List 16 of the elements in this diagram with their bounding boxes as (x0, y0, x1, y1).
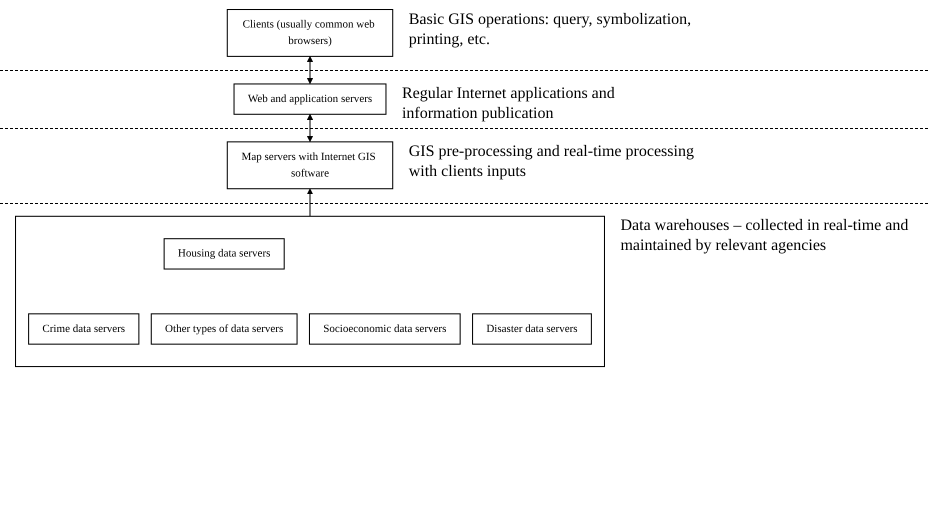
node-box: Other types of data servers (150, 313, 298, 345)
arrow (306, 114, 314, 142)
side-note: Data warehouses – collected in real-time and maintained by relevant agencies (620, 216, 910, 256)
side-note: GIS pre-processing and real-time processing with clients inputs (408, 142, 695, 182)
node-box: Disaster data servers (472, 313, 592, 345)
arrow (306, 188, 314, 216)
node-box: Crime data servers (28, 313, 140, 345)
node-box: Clients (usually common web browsers) (226, 9, 394, 57)
side-note: Regular Internet applications and information publication (402, 84, 616, 124)
side-note: Basic GIS operations: query, symbolization, printing, etc. (408, 10, 692, 50)
cluster (15, 216, 605, 368)
node-box: Web and application servers (234, 83, 386, 115)
arrow (306, 56, 314, 84)
node-box: Housing data servers (164, 238, 285, 270)
node-box: Socioeconomic data servers (308, 313, 461, 345)
node-box: Map servers with Internet GIS software (226, 141, 394, 190)
